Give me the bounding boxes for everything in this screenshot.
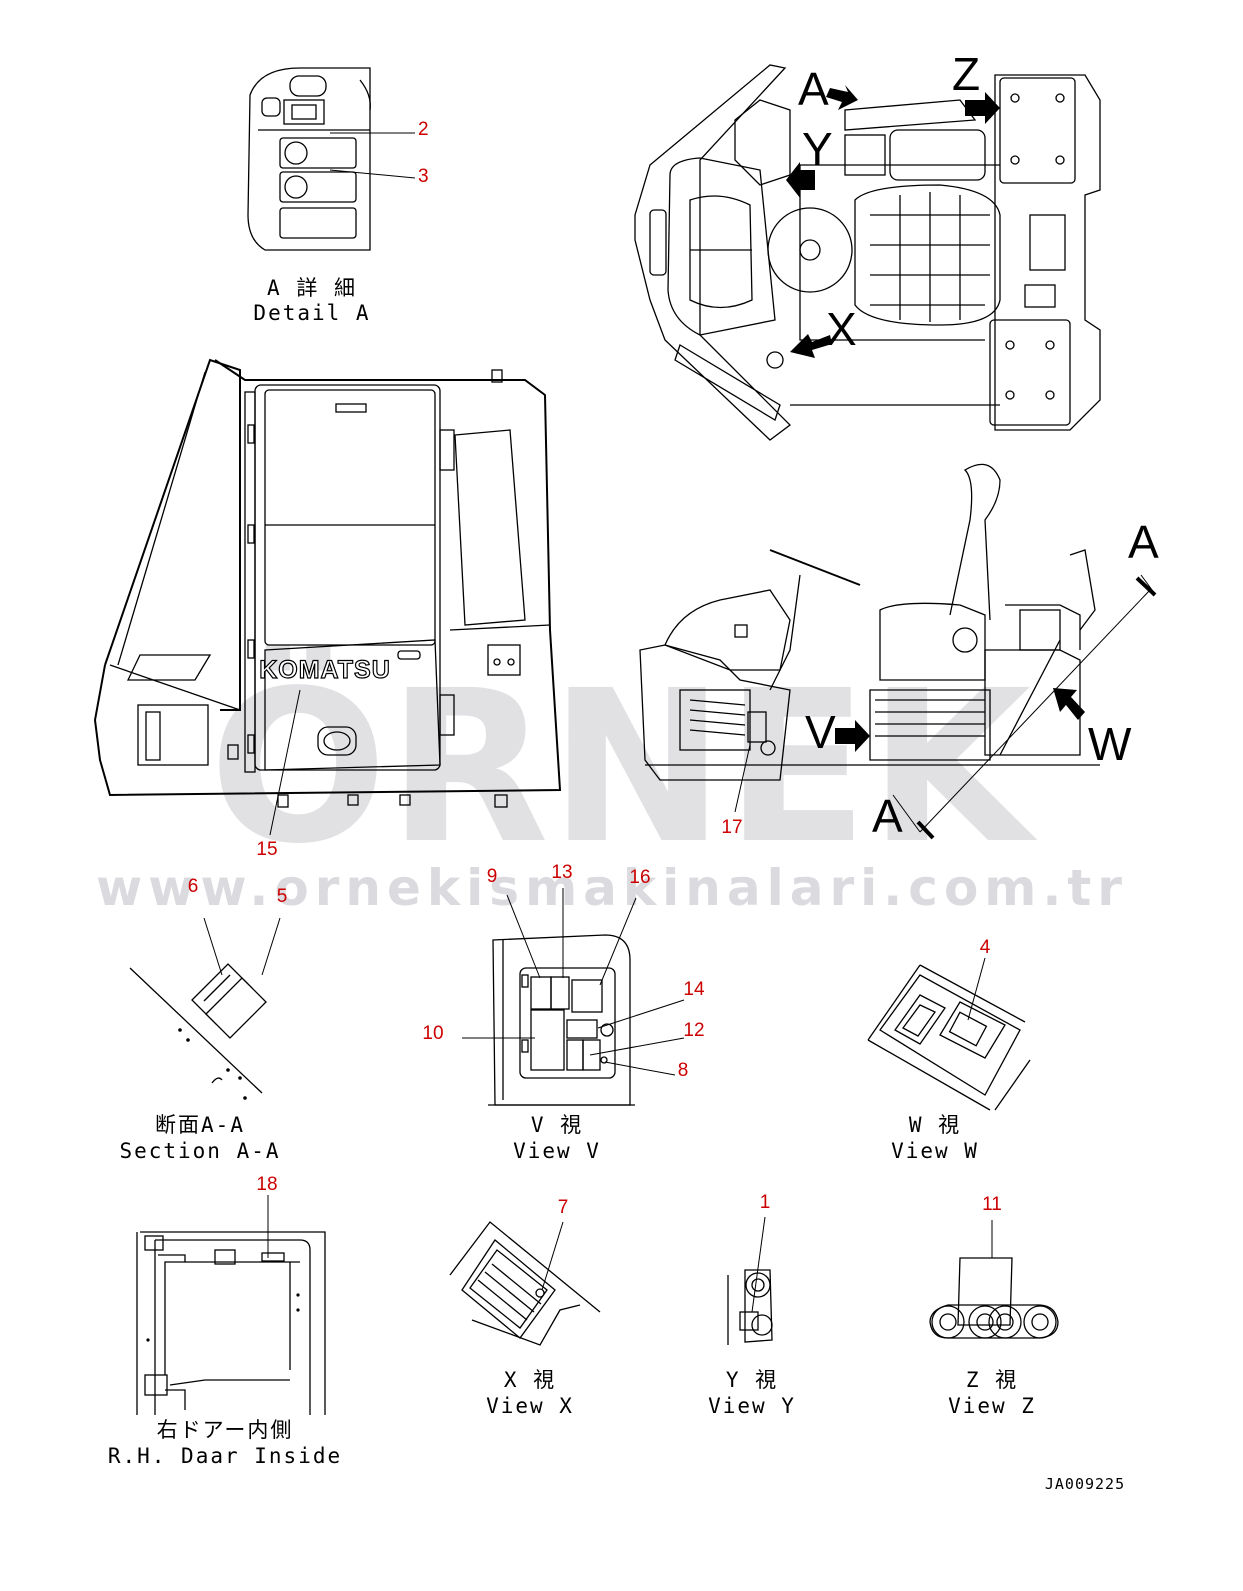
callout-12: 12 <box>683 1020 704 1041</box>
view-w-label-jp: W 視 <box>909 1113 961 1137</box>
section-aa-label-en: Section A-A <box>119 1139 280 1163</box>
view-z-drawing <box>929 1220 1059 1339</box>
view-y-drawing <box>727 1216 773 1345</box>
cab-top-view <box>634 64 1101 441</box>
drawing-id: JA009225 <box>1045 1475 1125 1493</box>
view-w-drawing <box>867 957 1031 1111</box>
view-x-label-jp: X 視 <box>504 1368 556 1392</box>
callout-6: 6 <box>188 876 199 897</box>
callout-1: 1 <box>760 1192 771 1213</box>
leader-15 <box>269 689 301 836</box>
detail-a-label-en: Detail A <box>253 301 370 325</box>
arrow-letter-y: Y <box>802 123 833 175</box>
view-y-label-jp: Y 視 <box>726 1368 778 1392</box>
callout-3: 3 <box>418 166 429 187</box>
callout-11: 11 <box>982 1194 1002 1215</box>
callout-9: 9 <box>487 866 498 887</box>
view-v-label-jp: V 視 <box>531 1113 583 1137</box>
callout-15: 15 <box>256 839 277 860</box>
arrow-letter-z: Z <box>952 48 980 100</box>
callout-2: 2 <box>418 119 429 140</box>
callout-17: 17 <box>721 817 742 838</box>
callout-13: 13 <box>551 862 572 883</box>
view-z-label-en: View Z <box>948 1394 1036 1418</box>
callout-14: 14 <box>683 979 705 1000</box>
watermark-url: www.ornekismakinalari.com.tr <box>96 859 1128 917</box>
rh-door-drawing <box>136 1195 326 1415</box>
rh-door-label-en: R.H. Daar Inside <box>108 1444 342 1468</box>
view-w-label-en: View W <box>891 1139 979 1163</box>
callout-10: 10 <box>422 1023 443 1044</box>
callout-7: 7 <box>558 1197 569 1218</box>
cab-side-view <box>639 463 1157 840</box>
callout-8: 8 <box>678 1060 689 1081</box>
callout-5: 5 <box>277 886 288 907</box>
arrow-letter-v: V <box>805 706 836 758</box>
detail-a-label-jp: A 詳 細 <box>267 276 357 300</box>
section-aa-label-jp: 断面A-A <box>155 1113 245 1137</box>
view-x-label-en: View X <box>486 1394 574 1418</box>
rh-door-label-jp: 右ドアー内側 <box>157 1418 294 1442</box>
view-v-drawing <box>462 888 685 1106</box>
cab-elevation <box>93 358 562 808</box>
arrow-letter-w: W <box>1088 718 1132 770</box>
watermark: ÖRNEK www.ornekismakinalari.com.tr <box>96 644 1128 917</box>
view-v-label-en: View V <box>513 1139 601 1163</box>
view-arrows-top <box>786 85 1000 358</box>
callout-18: 18 <box>256 1174 277 1195</box>
section-aa-drawing <box>129 917 281 1100</box>
section-letter-a-lower: A <box>872 790 903 842</box>
cab-brand-logo: KOMATSU <box>259 656 391 684</box>
view-x-drawing <box>449 1221 601 1346</box>
arrow-letter-a: A <box>798 63 829 115</box>
callout-16: 16 <box>629 867 650 888</box>
callout-4: 4 <box>980 937 991 958</box>
view-y-label-en: View Y <box>708 1394 796 1418</box>
view-z-label-jp: Z 視 <box>966 1368 1018 1392</box>
detail-a-drawing <box>247 67 416 251</box>
arrow-letter-x: X <box>826 303 857 355</box>
watermark-brand: ÖRNEK <box>209 644 1038 890</box>
section-letter-a-upper: A <box>1128 516 1159 568</box>
